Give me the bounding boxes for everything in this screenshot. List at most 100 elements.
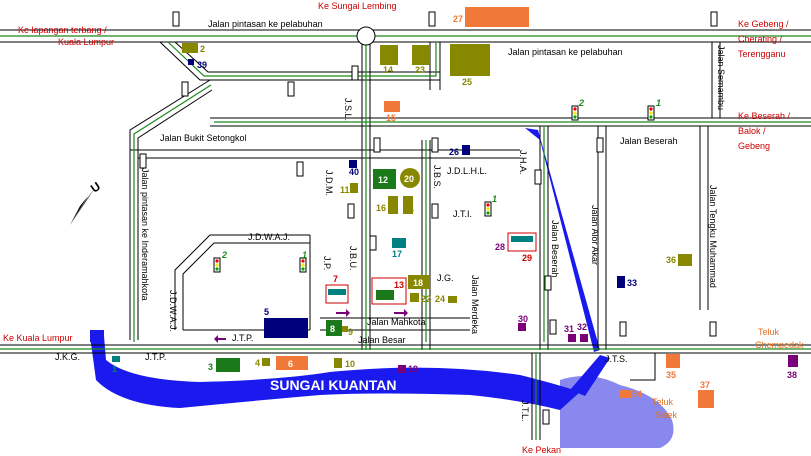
road-bukit-setongkol: Jalan Bukit Setongkol <box>160 133 247 143</box>
landmark-1 <box>112 356 120 362</box>
road-jkg: J.K.G. <box>55 352 80 362</box>
dest-cherating: Cherating / <box>738 34 783 44</box>
road-mahkota: Jalan Mahkota <box>367 317 426 327</box>
num-24: 24 <box>435 294 445 304</box>
sungai-kuantan-river <box>90 336 580 410</box>
num-28: 28 <box>495 242 505 252</box>
road-jha: J.H.A. <box>518 150 528 175</box>
landmark-6 <box>276 356 308 370</box>
dest-beserah: Ke Beserah / <box>738 111 791 121</box>
landmark-40 <box>349 160 357 168</box>
landmark-34 <box>620 390 632 398</box>
landmark-17 <box>392 238 406 248</box>
dest-kuala-lumpur-1: Kuala Lumpur <box>58 37 114 47</box>
num-9: 9 <box>348 327 353 337</box>
num-26: 26 <box>449 147 459 157</box>
teluk-chempedak-2: Chempedak <box>755 340 804 350</box>
landmark-35 <box>666 354 680 368</box>
landmark-22 <box>410 293 419 302</box>
road-jts: J.T.S. <box>605 354 628 364</box>
landmark-19 <box>398 365 406 373</box>
num-25: 25 <box>462 77 472 87</box>
road-jti: J.T.I. <box>453 209 472 219</box>
landmark-10 <box>334 358 342 368</box>
num-37: 37 <box>700 380 710 390</box>
num-20: 20 <box>404 174 414 184</box>
north-arrow-icon: U <box>70 179 103 225</box>
teluk-sisek-1: Teluk <box>652 397 674 407</box>
road-jg: J.G. <box>437 273 454 283</box>
direction-arrows <box>214 309 408 343</box>
num-5: 5 <box>264 307 269 317</box>
landmark-5 <box>264 318 308 338</box>
road-jdwaj: J.D.W.A.J. <box>248 232 290 242</box>
tl-num-2b: 2 <box>221 250 227 260</box>
landmark-20 <box>400 168 420 188</box>
landmark-39 <box>188 59 194 65</box>
num-38: 38 <box>787 370 797 380</box>
road-beserah-vertical: Jalan Beserah <box>550 220 560 278</box>
num-14: 14 <box>383 65 393 75</box>
num-34: 34 <box>632 389 642 399</box>
num-36: 36 <box>666 255 676 265</box>
landmark-27 <box>465 7 529 27</box>
svg-text:U: U <box>88 179 103 195</box>
tl-num-1a: 1 <box>656 98 661 108</box>
junction-markers <box>139 11 718 425</box>
landmark-16 <box>388 196 398 214</box>
landmark-2 <box>182 43 198 53</box>
road-pintasan-pelabuhan-1: Jalan pintasan ke pelabuhan <box>208 19 323 29</box>
num-22: 22 <box>421 294 431 304</box>
num-8: 8 <box>330 324 335 334</box>
highway-centerlines <box>0 35 811 440</box>
dest-gebeng2: Gebeng <box>738 141 770 151</box>
num-32: 32 <box>577 322 587 332</box>
road-jbu: J.B.U. <box>348 246 358 271</box>
landmark-7-inner <box>328 289 346 295</box>
num-13: 13 <box>394 280 404 290</box>
landmark-26 <box>462 145 470 155</box>
num-11: 11 <box>340 185 350 195</box>
landmark-33 <box>617 276 625 288</box>
roundabout <box>356 26 376 46</box>
num-1: 1 <box>112 364 117 374</box>
road-jbs: J.B.S. <box>432 165 442 189</box>
num-7: 7 <box>333 274 338 284</box>
num-21: 21 <box>404 203 414 213</box>
road-beserah: Jalan Beserah <box>620 136 678 146</box>
road-jtl: J.T.L. <box>520 400 530 422</box>
num-15: 15 <box>386 113 396 123</box>
landmark-18 <box>408 275 430 289</box>
road-labels: Jalan pintasan ke pelabuhan Jalan pintas… <box>55 19 726 422</box>
landmark-31 <box>568 334 576 342</box>
river-branch <box>570 355 610 396</box>
landmark-14 <box>380 45 398 65</box>
landmark-numbers: 2 39 14 23 25 27 15 40 11 12 20 16 21 26… <box>112 14 797 399</box>
num-27: 27 <box>453 14 463 24</box>
num-40: 40 <box>349 167 359 177</box>
destination-labels: Ke Sungai Lembing Ke lapangan terbang / … <box>3 1 804 455</box>
river-mouth-box <box>90 330 104 342</box>
teluk-sisek-2: Sisek <box>655 410 678 420</box>
road-jdlhl: J.D.L.H.L. <box>447 166 487 176</box>
num-19: 19 <box>408 364 418 374</box>
landmark-9 <box>342 326 348 332</box>
landmark-36 <box>678 254 692 266</box>
road-merdeka: Jalan Merdeka <box>470 275 480 334</box>
landmark-8 <box>326 320 342 336</box>
landmark-30 <box>518 323 526 331</box>
num-23: 23 <box>415 65 425 75</box>
num-33: 33 <box>627 278 637 288</box>
landmark-23 <box>412 45 430 65</box>
landmarks <box>112 7 798 408</box>
num-6: 6 <box>288 359 293 369</box>
num-30: 30 <box>518 314 528 324</box>
road-jp: J.P. <box>322 256 332 270</box>
road-pintasan-pelabuhan-2: Jalan pintasan ke pelabuhan <box>508 47 623 57</box>
num-18: 18 <box>413 278 423 288</box>
river-label: SUNGAI KUANTAN <box>270 377 397 393</box>
traffic-lights: 2 1 1 2 1 <box>213 98 661 273</box>
num-3: 3 <box>208 362 213 372</box>
road-jdm: J.D.M. <box>324 170 334 196</box>
